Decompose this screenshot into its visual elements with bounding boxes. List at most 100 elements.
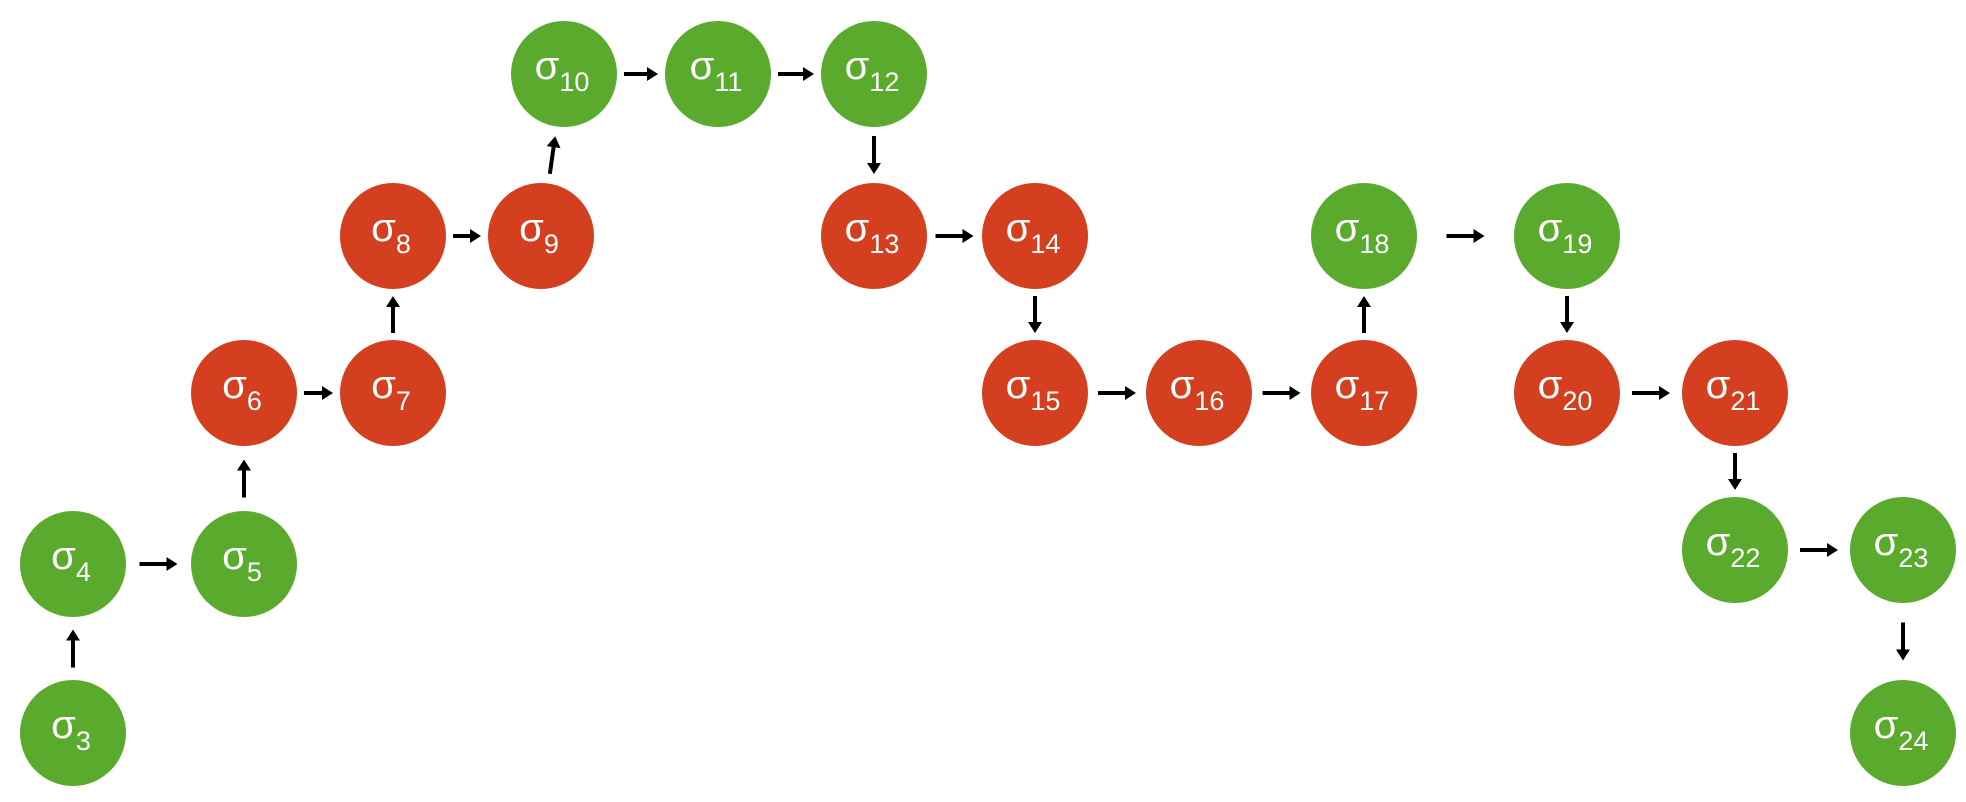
node-label: σ7 bbox=[371, 363, 411, 416]
node-symbol: σ bbox=[1874, 703, 1899, 747]
state-node-22: σ22 bbox=[1682, 497, 1788, 603]
node-subscript: 8 bbox=[396, 229, 411, 259]
node-label: σ16 bbox=[1170, 363, 1225, 416]
node-label: σ11 bbox=[690, 44, 743, 97]
node-subscript: 12 bbox=[869, 67, 899, 97]
state-node-11: σ11 bbox=[665, 21, 771, 127]
node-subscript: 3 bbox=[76, 726, 91, 756]
transition-arrow bbox=[1728, 453, 1742, 490]
node-label: σ17 bbox=[1335, 363, 1390, 416]
node-circle bbox=[821, 21, 927, 127]
node-circle bbox=[982, 340, 1088, 446]
node-subscript: 15 bbox=[1030, 386, 1060, 416]
node-label: σ6 bbox=[222, 363, 262, 416]
node-symbol: σ bbox=[845, 44, 870, 88]
node-subscript: 18 bbox=[1359, 229, 1389, 259]
node-symbol: σ bbox=[222, 534, 247, 578]
node-label: σ3 bbox=[51, 703, 91, 756]
node-circle bbox=[191, 511, 297, 617]
node-circle bbox=[191, 340, 297, 446]
arrow-head bbox=[867, 163, 881, 174]
node-circle bbox=[20, 511, 126, 617]
state-node-16: σ16 bbox=[1146, 340, 1252, 446]
state-node-8: σ8 bbox=[340, 183, 446, 289]
node-circle bbox=[1850, 680, 1956, 786]
transition-arrow bbox=[1560, 296, 1574, 333]
node-subscript: 20 bbox=[1562, 386, 1592, 416]
node-symbol: σ bbox=[1170, 363, 1195, 407]
node-label: σ4 bbox=[51, 534, 91, 587]
node-subscript: 23 bbox=[1898, 543, 1928, 573]
arrow-head bbox=[1028, 322, 1042, 333]
arrow-head bbox=[386, 296, 400, 307]
node-circle bbox=[20, 680, 126, 786]
state-node-13: σ13 bbox=[821, 183, 927, 289]
node-circle bbox=[1146, 340, 1252, 446]
node-subscript: 16 bbox=[1194, 386, 1224, 416]
arrow-head bbox=[1560, 322, 1574, 333]
state-node-21: σ21 bbox=[1682, 340, 1788, 446]
transition-arrow bbox=[1896, 622, 1910, 661]
node-label: σ10 bbox=[535, 44, 590, 97]
node-subscript: 10 bbox=[559, 67, 589, 97]
state-node-4: σ4 bbox=[20, 511, 126, 617]
transition-arrow bbox=[1357, 296, 1371, 333]
state-node-20: σ20 bbox=[1514, 340, 1620, 446]
transition-arrow bbox=[1446, 229, 1485, 243]
node-label: σ19 bbox=[1538, 206, 1593, 259]
node-subscript: 21 bbox=[1730, 386, 1760, 416]
node-symbol: σ bbox=[222, 363, 247, 407]
state-node-12: σ12 bbox=[821, 21, 927, 127]
node-circle bbox=[665, 21, 771, 127]
arrow-head bbox=[1728, 479, 1742, 490]
arrow-head bbox=[166, 557, 178, 571]
arrow-head bbox=[962, 229, 974, 243]
arrow-head bbox=[803, 67, 814, 81]
node-circle bbox=[1850, 497, 1956, 603]
state-node-5: σ5 bbox=[191, 511, 297, 617]
arrow-head bbox=[1125, 386, 1136, 400]
node-circle bbox=[488, 183, 594, 289]
state-node-7: σ7 bbox=[340, 340, 446, 446]
node-subscript: 17 bbox=[1359, 386, 1389, 416]
node-circle bbox=[340, 183, 446, 289]
node-circle bbox=[1682, 340, 1788, 446]
state-node-3: σ3 bbox=[20, 680, 126, 786]
node-symbol: σ bbox=[371, 363, 396, 407]
node-subscript: 22 bbox=[1730, 543, 1760, 573]
arrow-head bbox=[1659, 386, 1670, 400]
node-circle bbox=[821, 183, 927, 289]
arrow-head bbox=[546, 136, 561, 149]
node-label: σ20 bbox=[1538, 363, 1593, 416]
node-symbol: σ bbox=[845, 206, 870, 250]
node-subscript: 5 bbox=[247, 557, 262, 587]
arrow-head bbox=[470, 229, 481, 243]
transition-arrow bbox=[624, 67, 658, 81]
node-circle bbox=[1311, 340, 1417, 446]
node-subscript: 4 bbox=[76, 557, 91, 587]
node-subscript: 6 bbox=[247, 386, 262, 416]
node-symbol: σ bbox=[51, 534, 76, 578]
transition-arrow bbox=[867, 136, 881, 174]
arrow-head bbox=[237, 459, 251, 471]
state-node-14: σ14 bbox=[982, 183, 1088, 289]
node-subscript: 9 bbox=[544, 229, 559, 259]
transition-arrow bbox=[1098, 386, 1136, 400]
node-label: σ22 bbox=[1706, 520, 1761, 573]
node-subscript: 14 bbox=[1030, 229, 1060, 259]
node-symbol: σ bbox=[690, 44, 715, 88]
state-node-10: σ10 bbox=[511, 21, 617, 127]
node-circle bbox=[1514, 183, 1620, 289]
arrow-head bbox=[1896, 649, 1910, 661]
node-subscript: 24 bbox=[1898, 726, 1928, 756]
transition-arrow bbox=[778, 67, 814, 81]
state-node-17: σ17 bbox=[1311, 340, 1417, 446]
state-node-24: σ24 bbox=[1850, 680, 1956, 786]
node-symbol: σ bbox=[1335, 206, 1360, 250]
node-label: σ15 bbox=[1006, 363, 1061, 416]
node-symbol: σ bbox=[1706, 363, 1731, 407]
node-symbol: σ bbox=[1706, 520, 1731, 564]
node-symbol: σ bbox=[371, 206, 396, 250]
transition-arrow bbox=[237, 459, 251, 498]
